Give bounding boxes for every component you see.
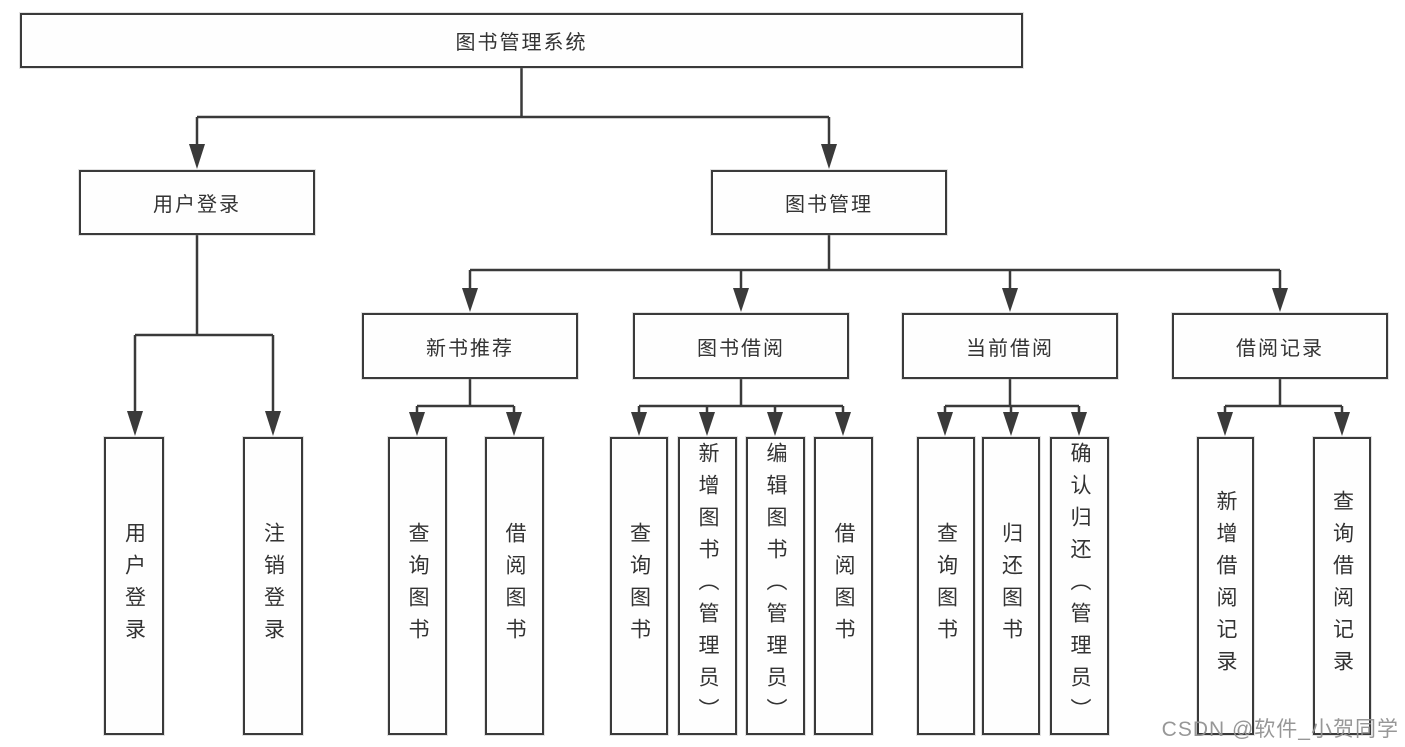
leaf-logout: 注销登录: [243, 437, 303, 735]
node-borrowing-records: 借阅记录: [1172, 313, 1388, 379]
leaf-query-borrow-record: 查询借阅记录: [1313, 437, 1371, 735]
leaf-query-books-recommend: 查询图书: [388, 437, 447, 735]
leaf-add-book-admin: 新增图书（管理员）: [678, 437, 737, 735]
node-library-management-system: 图书管理系统: [20, 13, 1023, 68]
node-book-management: 图书管理: [711, 170, 947, 235]
leaf-add-borrow-record: 新增借阅记录: [1197, 437, 1254, 735]
leaf-borrow-books-borrowing: 借阅图书: [814, 437, 873, 735]
leaf-query-books-current: 查询图书: [917, 437, 975, 735]
csdn-watermark: CSDN @软件_小贺同学: [1161, 718, 1399, 741]
node-current-borrowing: 当前借阅: [902, 313, 1118, 379]
leaf-confirm-return-admin: 确认归还（管理员）: [1050, 437, 1109, 735]
leaf-edit-book-admin: 编辑图书（管理员）: [746, 437, 805, 735]
leaf-user-login: 用户登录: [104, 437, 164, 735]
leaf-query-books-borrowing: 查询图书: [610, 437, 668, 735]
node-user-login: 用户登录: [79, 170, 315, 235]
node-new-book-recommendation: 新书推荐: [362, 313, 578, 379]
leaf-return-books: 归还图书: [982, 437, 1040, 735]
leaf-borrow-books-recommend: 借阅图书: [485, 437, 544, 735]
node-book-borrowing: 图书借阅: [633, 313, 849, 379]
